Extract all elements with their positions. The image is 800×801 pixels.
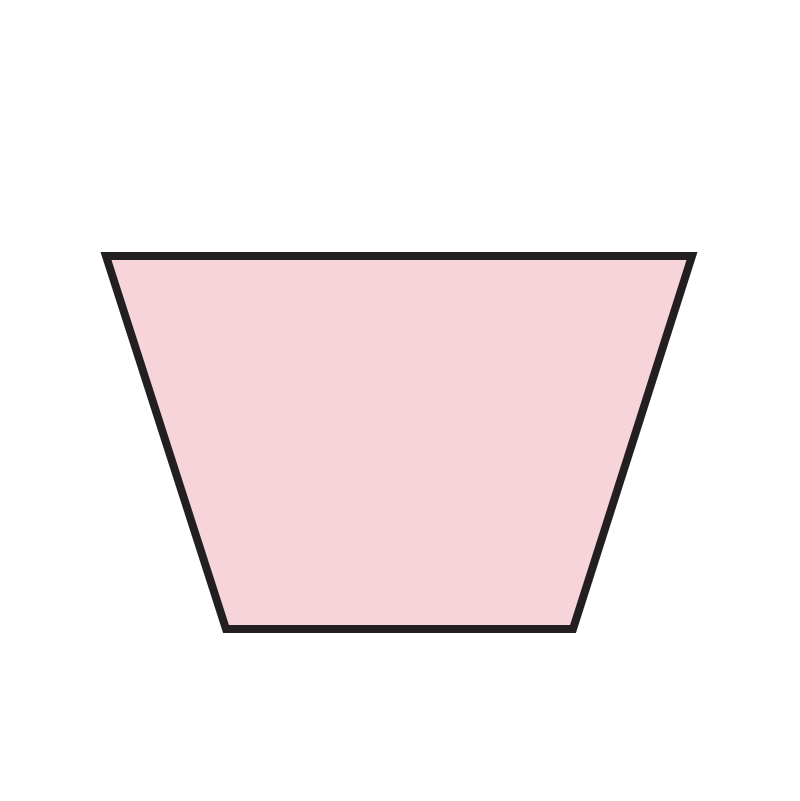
- trapezoid-shape: [100, 252, 698, 633]
